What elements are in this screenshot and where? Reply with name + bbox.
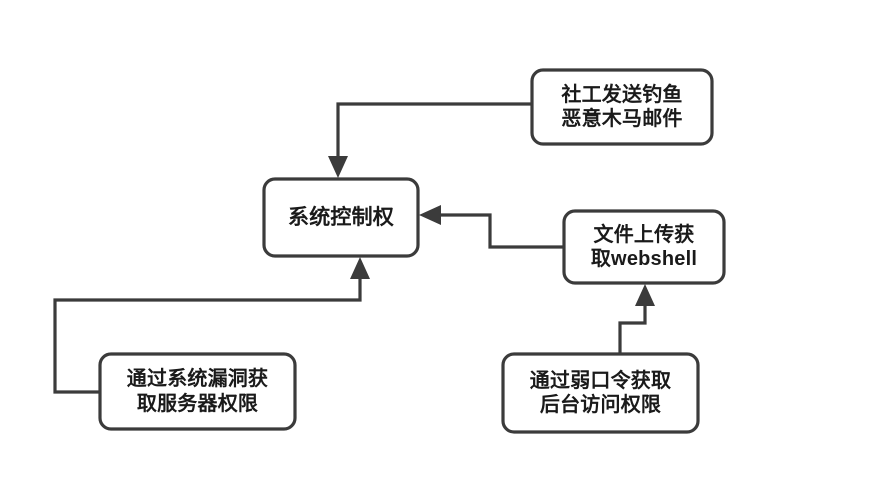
arrowhead-webshell-to-system-control [419,205,441,225]
arrowhead-phishing-to-system-control [328,156,348,178]
node-phishing-email-box[interactable] [530,68,714,146]
node-file-upload-webshell-box[interactable] [562,209,726,285]
node-weak-password-box[interactable] [501,352,700,434]
node-box-group [98,68,726,434]
edge-phishing-to-system-control [336,102,532,160]
arrowhead-weak-password-to-webshell [635,284,655,306]
edge-system-vulnerability-to-system-control [53,275,362,394]
edge-weak-password-to-webshell [618,302,647,354]
edge-group [53,102,655,394]
node-system-control-box[interactable] [262,177,420,258]
arrowhead-system-vulnerability-to-system-control [350,257,370,279]
edge-webshell-to-system-control [438,213,564,249]
node-system-vulnerability-box[interactable] [98,352,297,431]
